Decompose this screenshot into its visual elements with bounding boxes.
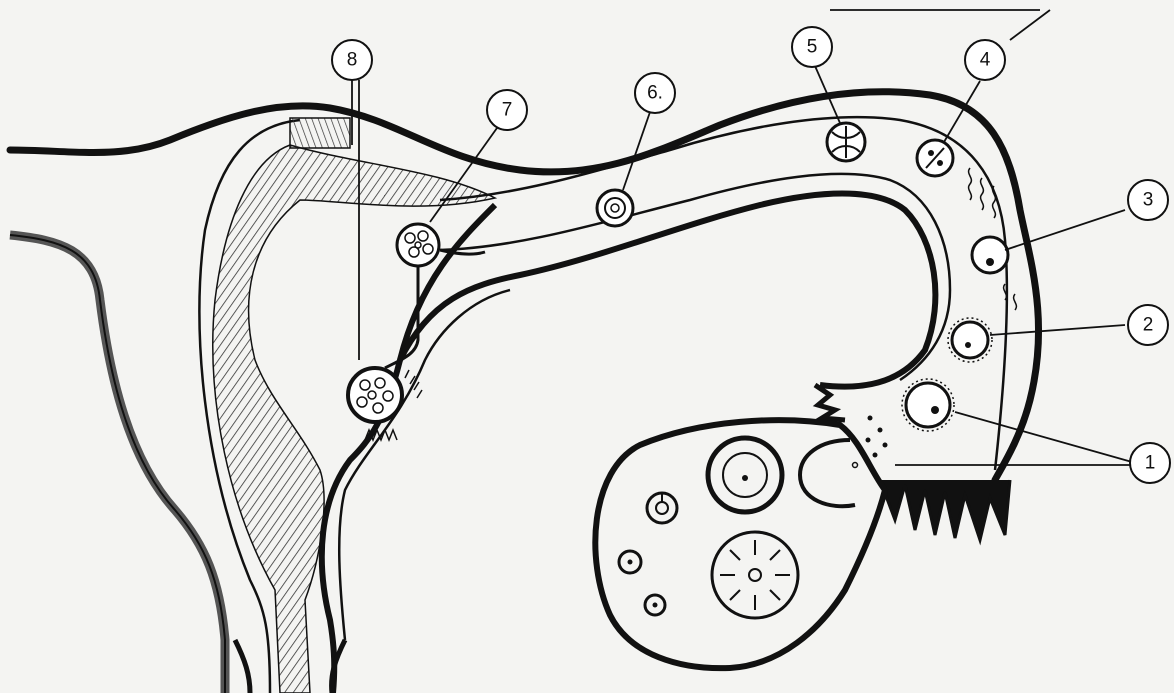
ovary [595, 416, 887, 669]
label-1-text: 1 [1145, 453, 1156, 474]
fallopian-tube [400, 117, 1010, 540]
stage-zygote [917, 140, 953, 176]
label-8-text: 8 [347, 50, 358, 71]
uterus-left-wall [10, 235, 225, 693]
uterus-right-wall [322, 205, 495, 693]
label-5-marker: 5 [792, 27, 832, 67]
leader-lines [352, 10, 1132, 465]
label-6-marker: 6. [635, 73, 675, 113]
uterus-fundus-line [10, 92, 1039, 480]
label-7-text: 7 [502, 100, 513, 121]
label-4-text: 4 [980, 50, 991, 71]
label-3-text: 3 [1143, 190, 1154, 211]
ovary-outline [595, 420, 885, 668]
uterus [10, 92, 1039, 693]
stage-cleavage [827, 123, 865, 161]
fimbriae-upper [815, 385, 845, 420]
label-6-text: 6. [647, 83, 663, 104]
label-2-text: 2 [1143, 315, 1154, 336]
stage-blastocyst [397, 224, 439, 266]
stage-ovulated-egg [902, 379, 954, 431]
label-2-marker: 2 [1128, 305, 1168, 345]
fimbriae-lower [880, 480, 1010, 540]
myometrium-hatch [213, 145, 495, 693]
label-1-marker: 1 [1130, 443, 1170, 483]
corpus-luteum-texture [720, 540, 790, 610]
ovary-rupture-site [800, 440, 855, 506]
stage-implantation [348, 368, 422, 440]
label-3-marker: 3 [1128, 180, 1168, 220]
label-8-marker: 8 [332, 40, 372, 80]
fundus-block [290, 118, 350, 148]
label-4-marker: 4 [965, 40, 1005, 80]
label-7-marker: 7 [487, 90, 527, 130]
stage-morula [597, 190, 633, 226]
label-5-text: 5 [807, 37, 818, 58]
